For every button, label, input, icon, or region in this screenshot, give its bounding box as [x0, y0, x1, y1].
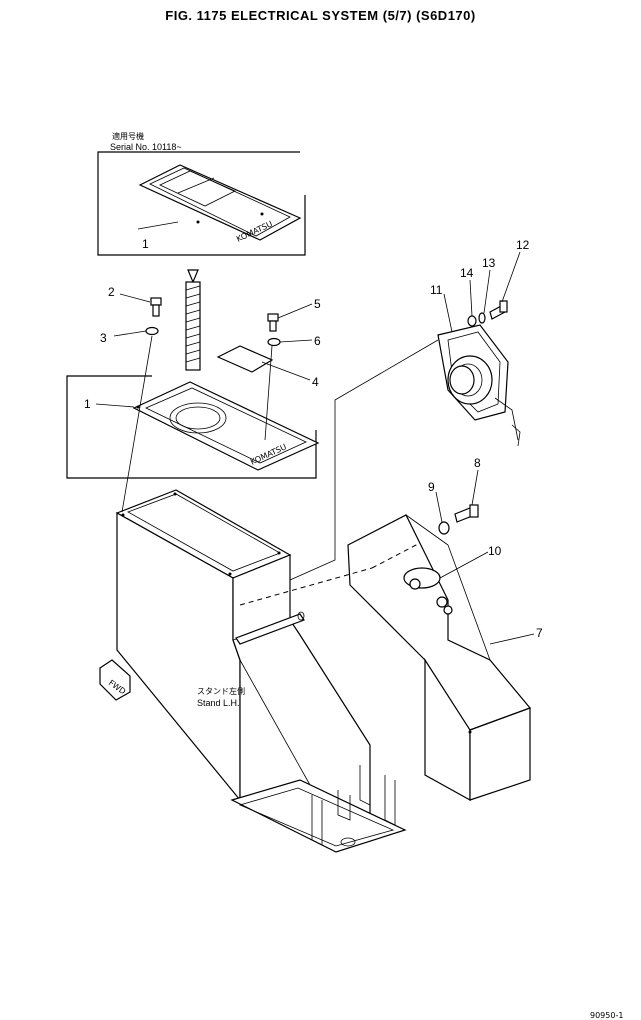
callout-1-upper: 1	[142, 237, 149, 251]
stand-lh	[115, 489, 407, 853]
callout-11: 11	[430, 283, 443, 297]
washer-13	[478, 312, 486, 324]
stand-note: Stand L.H.	[197, 698, 240, 708]
stand-note-jp: スタンド左側	[197, 686, 245, 696]
callout-5: 5	[314, 297, 321, 311]
top-plate-lower	[132, 381, 320, 471]
bolt-8	[454, 504, 479, 523]
callout-9: 9	[428, 480, 435, 494]
bolt-12	[489, 300, 508, 320]
bolt-2	[150, 297, 162, 317]
washer-6	[267, 337, 281, 347]
callout-12: 12	[516, 238, 530, 252]
top-plate-upper	[138, 164, 302, 241]
callouts: 1 2 3 5 6 4 1 11 14 13 12 8 9 10 7	[84, 237, 543, 640]
speaker-11	[437, 324, 521, 447]
bolt-5	[267, 313, 279, 332]
serial-note: Serial No. 10118~	[110, 142, 182, 152]
footer-code: 90950-1	[590, 1011, 623, 1020]
gasket-4	[216, 345, 274, 373]
serial-note-jp: 適用号機	[112, 131, 144, 141]
callout-2: 2	[108, 285, 115, 299]
washer-3	[145, 326, 159, 336]
long-bolt	[185, 269, 201, 371]
callout-10: 10	[488, 544, 502, 558]
callout-14: 14	[460, 266, 474, 280]
leader-lines	[95, 221, 535, 645]
callout-13: 13	[482, 256, 496, 270]
callout-8: 8	[474, 456, 481, 470]
round-hole-plate-inset: KOMATSU	[66, 375, 320, 479]
callout-7: 7	[536, 626, 543, 640]
fwd-arrow: FWD	[99, 659, 131, 701]
figure-title: FIG. 1175 ELECTRICAL SYSTEM (5/7) (S6D17…	[165, 8, 476, 23]
callout-4: 4	[312, 375, 319, 389]
callout-3: 3	[100, 331, 107, 345]
callout-1-lower: 1	[84, 397, 91, 411]
callout-6: 6	[314, 334, 321, 348]
panel-7	[347, 514, 532, 802]
washer-9	[438, 521, 450, 535]
washer-14	[467, 315, 477, 327]
serial-plate-inset: 適用号機 Serial No. 10118~ KOMATSU	[97, 131, 306, 256]
